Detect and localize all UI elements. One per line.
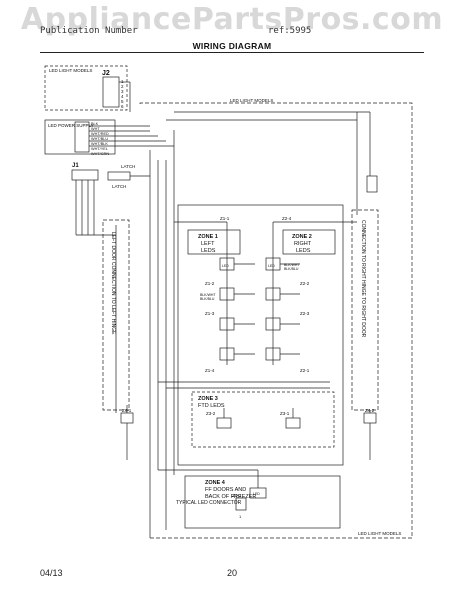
header-ref: ref:5995 [268, 26, 312, 36]
j2-pin: 5 [121, 99, 124, 104]
j2-pin: 1 [121, 79, 124, 84]
j2-pin: 3 [121, 89, 124, 94]
page-number: 20 [227, 568, 238, 578]
j1-label: J1 [72, 163, 79, 169]
connector-label: Z4-3 [232, 493, 242, 498]
led-module [216, 417, 232, 429]
title-divider [40, 52, 424, 53]
latch-label: LATCH [121, 164, 135, 169]
connector-label: Z1-4 [205, 368, 215, 373]
left-door-text: LEFT DOOR CONNECTION TO LEFT HINGE [110, 232, 116, 335]
typical-connector-pin: 1 [239, 514, 242, 519]
wire-label: WHT/GRN [91, 152, 109, 156]
j1-connector [71, 169, 99, 181]
wire-pair-label: BLK/WHT [200, 293, 216, 297]
j2-pin: 2 [121, 84, 124, 89]
right-top-connector [366, 175, 378, 193]
latch-switch [107, 171, 131, 181]
wire-label: BLK [91, 122, 99, 126]
footer-date: 04/13 [40, 568, 63, 578]
zone1-sub1: LEFT [201, 241, 215, 247]
wire-label: WHT/BLK [91, 142, 108, 146]
right-door-box [351, 209, 379, 411]
j2-section-box [44, 65, 128, 111]
wire-pair-label: BLK/WHT [284, 263, 300, 267]
wire-pair-label: BLK/BLU [200, 297, 215, 301]
j2-pin: 6 [121, 104, 124, 109]
j2-section-label: LED LIGHT MODELS [49, 68, 92, 73]
zone4-sub1: FF DOORS AND [205, 487, 246, 493]
connector-label: Z2-1 [300, 368, 310, 373]
led-light-models-bottom: LED LIGHT MODELS [358, 531, 401, 536]
led-label: LED [253, 492, 260, 496]
wire-pair-label: BLK/BLU [284, 267, 299, 271]
power-supply-connector [74, 121, 90, 153]
j2-label: J2 [102, 70, 110, 77]
connector-label: Z3-1 [280, 411, 290, 416]
connector-label: Z3-2 [206, 411, 216, 416]
zone3-title: ZONE 3 [198, 396, 218, 402]
header-publication: Publication Number [40, 26, 138, 36]
zone2-box [282, 229, 336, 255]
wire-label: WHT/YEL [91, 147, 108, 151]
connector-label: Z1-2 [205, 281, 215, 286]
connector-label: Z4-1 [122, 408, 132, 413]
zone2-sub2: LEDS [296, 248, 311, 254]
power-supply-label: LED POWER SUPPLY [48, 123, 94, 128]
zone4-sub2: BACK OF FREEZER [205, 494, 256, 500]
typical-connector [235, 497, 247, 511]
j2-connector [102, 76, 120, 108]
zone1-box [187, 229, 241, 255]
zone1-title: ZONE 1 [198, 234, 218, 240]
led-module [285, 417, 301, 429]
right-door-text: CONNECTION TO RIGHT HINGE TO RIGHT DOOR [360, 220, 366, 338]
j2-pin: 4 [121, 94, 124, 99]
z4-1-connector [120, 412, 134, 424]
led-label: LED [222, 264, 229, 268]
z4-2-connector [363, 412, 377, 424]
zone2-title: ZONE 2 [292, 234, 312, 240]
main-outline-top [139, 102, 413, 538]
page-title: WIRING DIAGRAM [192, 41, 272, 51]
connector-label: Z2-4 [282, 216, 292, 221]
zone4-title: ZONE 4 [205, 480, 226, 486]
zone4-box [184, 475, 341, 529]
zone3-sub1: FTD LEDS [198, 403, 225, 409]
connector-label: Z1-3 [205, 311, 215, 316]
zone3-box [191, 391, 335, 448]
typical-connector-label: TYPICAL LED CONNECTOR [176, 500, 242, 506]
connector-label: Z4-2 [365, 408, 375, 413]
led-light-models-top: LED LIGHT MODELS [230, 98, 273, 103]
connector-label: Z2-2 [300, 281, 310, 286]
wire-label: WHT/RED [91, 132, 109, 136]
watermark: AppliancePartsPros.com [20, 2, 444, 37]
connector-label: Z1-1 [220, 216, 230, 221]
led-label: LED [268, 264, 275, 268]
zone2-sub1: RIGHT [294, 241, 312, 247]
wire-label: WHT [91, 127, 100, 131]
zone1-sub2: LEDS [201, 248, 216, 254]
power-supply-box [44, 119, 116, 155]
latch-switch-label: LATCH [112, 184, 126, 189]
wire-label: WHT/BLU [91, 137, 108, 141]
zones-1-2-area [177, 204, 344, 466]
connector-label: Z2-3 [300, 311, 310, 316]
